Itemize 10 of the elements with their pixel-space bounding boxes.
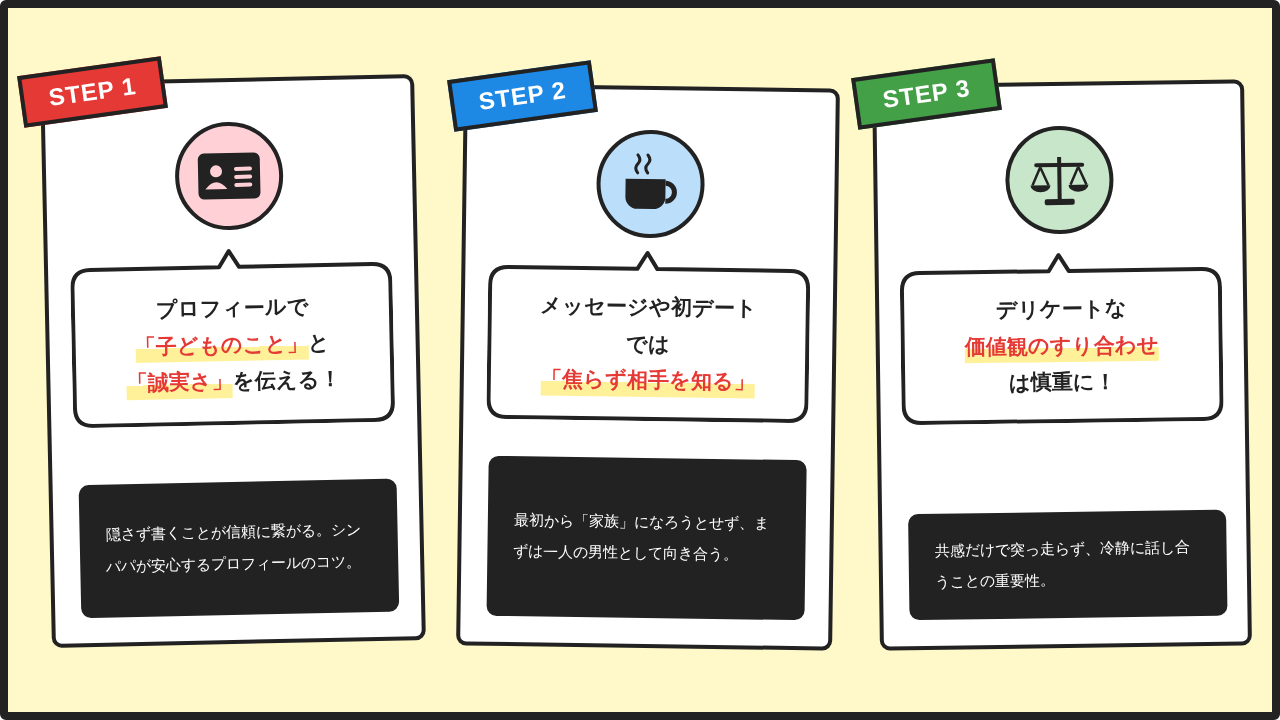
tip-panel (78, 478, 400, 619)
bubble-text: メッセージや初デートでは「焦らず相手を知る」 (531, 287, 766, 401)
bubble-text: デリケートな価値観のすり合わせは慎重に！ (963, 294, 1160, 398)
tip-panel (486, 455, 807, 621)
tip-text: 隠さず書くことが信頼に繋がる。シンパパが安心するプロフィールのコツ。 (105, 519, 363, 578)
tip-panel (908, 509, 1228, 621)
tip-text: 共感だけで突っ走らず、冷静に話し合うことの重要性。 (934, 536, 1191, 593)
tip-text: 最初から「家族」になろうとせず、まずは一人の男性として向き合う。 (513, 509, 770, 566)
bubble-text: プロフィールで「子どものこと」と「誠実さ」を伝える！ (122, 287, 343, 403)
speech-bubble (486, 248, 811, 424)
